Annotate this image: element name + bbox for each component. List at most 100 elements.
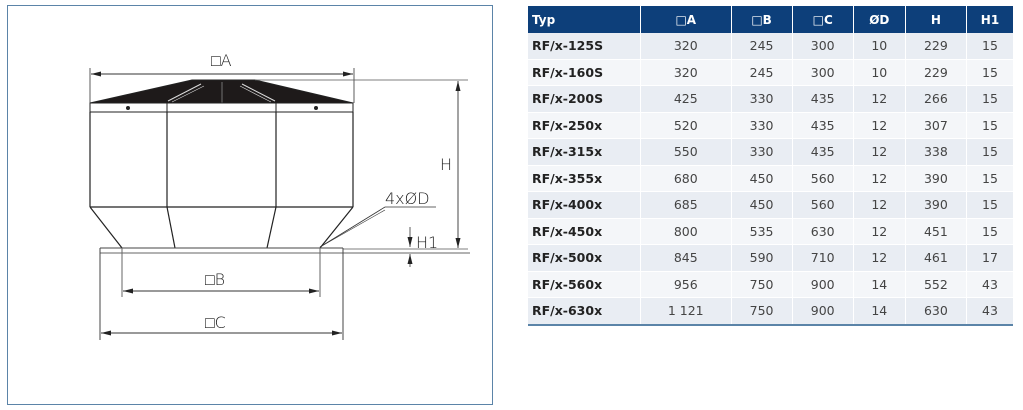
rivet-icon <box>314 106 318 110</box>
table-header-row: Typ □A □B □C ØD H H1 <box>528 6 1013 33</box>
cell-b: 450 <box>731 191 793 219</box>
cell-d: 12 <box>853 191 906 219</box>
cell-h: 552 <box>905 271 967 298</box>
cell-typ: RF/x-125S <box>528 33 641 60</box>
cell-d: 12 <box>853 112 906 139</box>
cell-typ: RF/x-500x <box>528 244 641 272</box>
cell-c: 435 <box>792 138 854 166</box>
roof-fan-dimension-drawing: □A H H1 4xØD □B □C <box>89 51 470 340</box>
cell-a: 680 <box>640 165 732 192</box>
cell-h1: 15 <box>966 112 1013 139</box>
cell-c: 435 <box>792 112 854 139</box>
cell-typ: RF/x-450x <box>528 218 641 245</box>
cell-h1: 15 <box>966 59 1013 86</box>
cell-h: 451 <box>905 218 967 245</box>
cell-h1: 43 <box>966 271 1013 298</box>
base-plate <box>99 247 470 340</box>
cell-d: 12 <box>853 218 906 245</box>
fan-hood <box>89 79 354 113</box>
cell-c: 900 <box>792 271 854 298</box>
cell-c: 560 <box>792 191 854 219</box>
cell-typ: RF/x-315x <box>528 138 641 166</box>
cell-h1: 15 <box>966 33 1013 60</box>
cell-b: 330 <box>731 85 793 113</box>
cell-a: 425 <box>640 85 732 113</box>
cell-b: 750 <box>731 271 793 298</box>
cell-b: 450 <box>731 165 793 192</box>
cell-h1: 17 <box>966 244 1013 272</box>
cell-h: 266 <box>905 85 967 113</box>
column-header-b: □B <box>731 6 793 33</box>
dimension-a-label: □A <box>211 51 232 70</box>
cell-d: 12 <box>853 244 906 272</box>
cell-b: 245 <box>731 33 793 60</box>
column-header-typ: Typ <box>528 6 641 33</box>
cell-d: 10 <box>853 33 906 60</box>
column-header-h1: H1 <box>966 6 1013 33</box>
cell-h1: 15 <box>966 85 1013 113</box>
cell-typ: RF/x-160S <box>528 59 641 86</box>
dimension-a: □A <box>89 51 355 103</box>
cell-a: 685 <box>640 191 732 219</box>
cell-h: 461 <box>905 244 967 272</box>
dimension-c: □C <box>101 313 342 336</box>
cell-c: 630 <box>792 218 854 245</box>
dimension-c-label: □C <box>205 313 226 332</box>
cell-a: 320 <box>640 33 732 60</box>
cell-d: 12 <box>853 165 906 192</box>
cell-typ: RF/x-630x <box>528 297 641 326</box>
cell-d: 14 <box>853 297 906 326</box>
cell-h: 338 <box>905 138 967 166</box>
cell-a: 550 <box>640 138 732 166</box>
cell-h: 630 <box>905 297 967 326</box>
cell-a: 956 <box>640 271 732 298</box>
cell-b: 330 <box>731 112 793 139</box>
cell-c: 710 <box>792 244 854 272</box>
dimension-b-label: □B <box>205 270 225 289</box>
cell-typ: RF/x-400x <box>528 191 641 219</box>
cell-d: 14 <box>853 271 906 298</box>
cell-a: 845 <box>640 244 732 272</box>
cell-a: 800 <box>640 218 732 245</box>
column-header-d: ØD <box>853 6 906 33</box>
cell-h1: 15 <box>966 191 1013 219</box>
cell-b: 590 <box>731 244 793 272</box>
cell-a: 520 <box>640 112 732 139</box>
rivet-icon <box>126 106 130 110</box>
cell-b: 245 <box>731 59 793 86</box>
cell-h: 229 <box>905 33 967 60</box>
cell-c: 300 <box>792 59 854 86</box>
column-header-h: H <box>905 6 967 33</box>
dimension-h1: H1 <box>407 227 438 267</box>
dimension-b: □B <box>123 270 319 294</box>
cell-typ: RF/x-560x <box>528 271 641 298</box>
cell-c: 900 <box>792 297 854 326</box>
fan-body <box>89 112 354 249</box>
cell-h: 390 <box>905 165 967 192</box>
cell-a: 320 <box>640 59 732 86</box>
cell-typ: RF/x-355x <box>528 165 641 192</box>
drawing-frame <box>7 5 493 405</box>
cell-b: 750 <box>731 297 793 326</box>
cell-h: 307 <box>905 112 967 139</box>
cell-h: 390 <box>905 191 967 219</box>
dimension-h1-label: H1 <box>416 233 438 252</box>
column-header-c: □C <box>792 6 854 33</box>
cell-d: 12 <box>853 85 906 113</box>
cell-b: 330 <box>731 138 793 166</box>
column-header-a: □A <box>640 6 732 33</box>
cell-typ: RF/x-250x <box>528 112 641 139</box>
cell-b: 535 <box>731 218 793 245</box>
hole-callout: 4xØD <box>319 189 436 248</box>
cell-h1: 43 <box>966 297 1013 326</box>
